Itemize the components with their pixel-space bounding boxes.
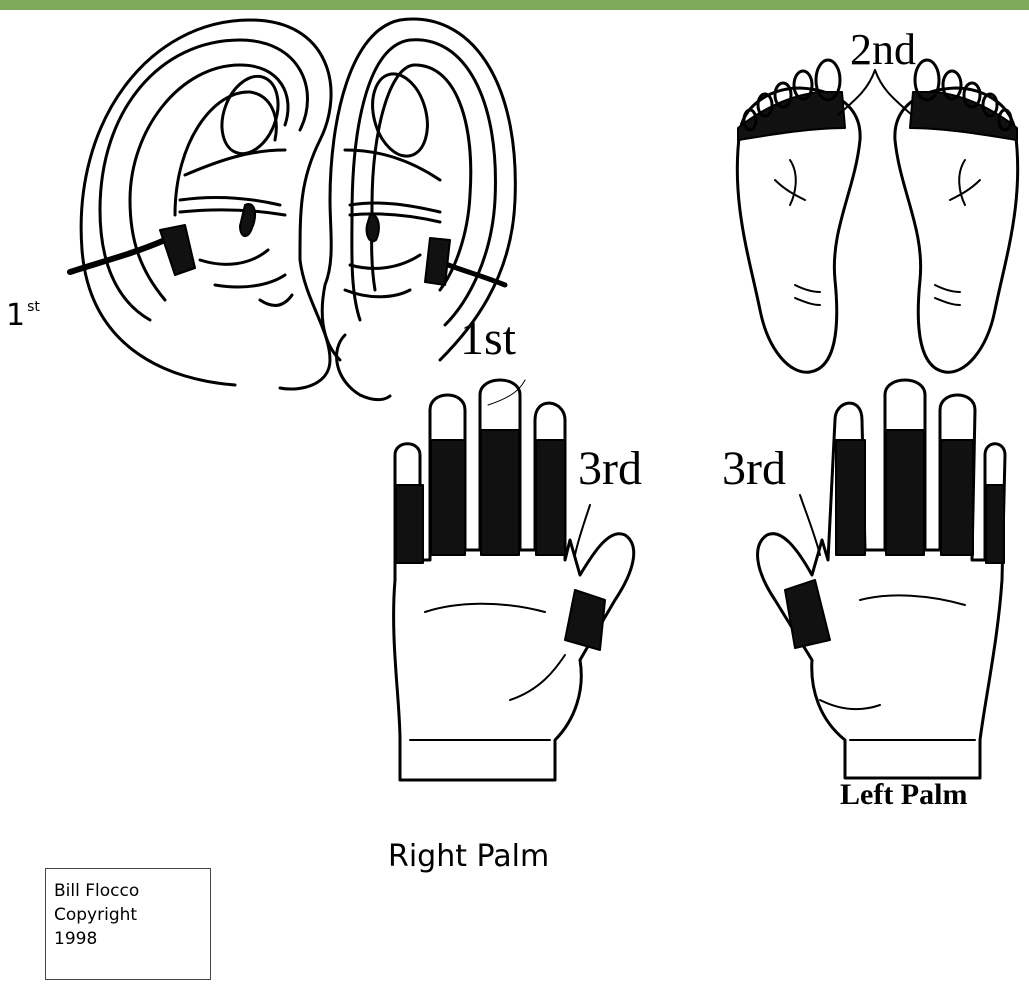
copyright-word: Copyright — [54, 903, 210, 927]
right-palm-drawing — [394, 380, 634, 780]
label-right-palm: Right Palm — [388, 842, 549, 872]
left-palm-drawing — [758, 380, 1005, 778]
label-third-right-hand: 3rd — [578, 445, 642, 493]
left-ear-drawing — [70, 20, 331, 389]
copyright-year: 1998 — [54, 927, 210, 951]
label-first-ear: 1st — [460, 315, 516, 363]
label-second-feet: 2nd — [850, 28, 916, 72]
copyright-author: Bill Flocco — [54, 879, 210, 903]
label-first-side-number: 1 — [6, 298, 25, 333]
label-left-palm: Left Palm — [840, 780, 967, 810]
copyright-box: Bill Flocco Copyright 1998 — [45, 868, 211, 980]
feet-drawing — [737, 60, 1017, 372]
label-first-side-suffix: st — [27, 299, 40, 315]
label-third-left-hand: 3rd — [722, 445, 786, 493]
